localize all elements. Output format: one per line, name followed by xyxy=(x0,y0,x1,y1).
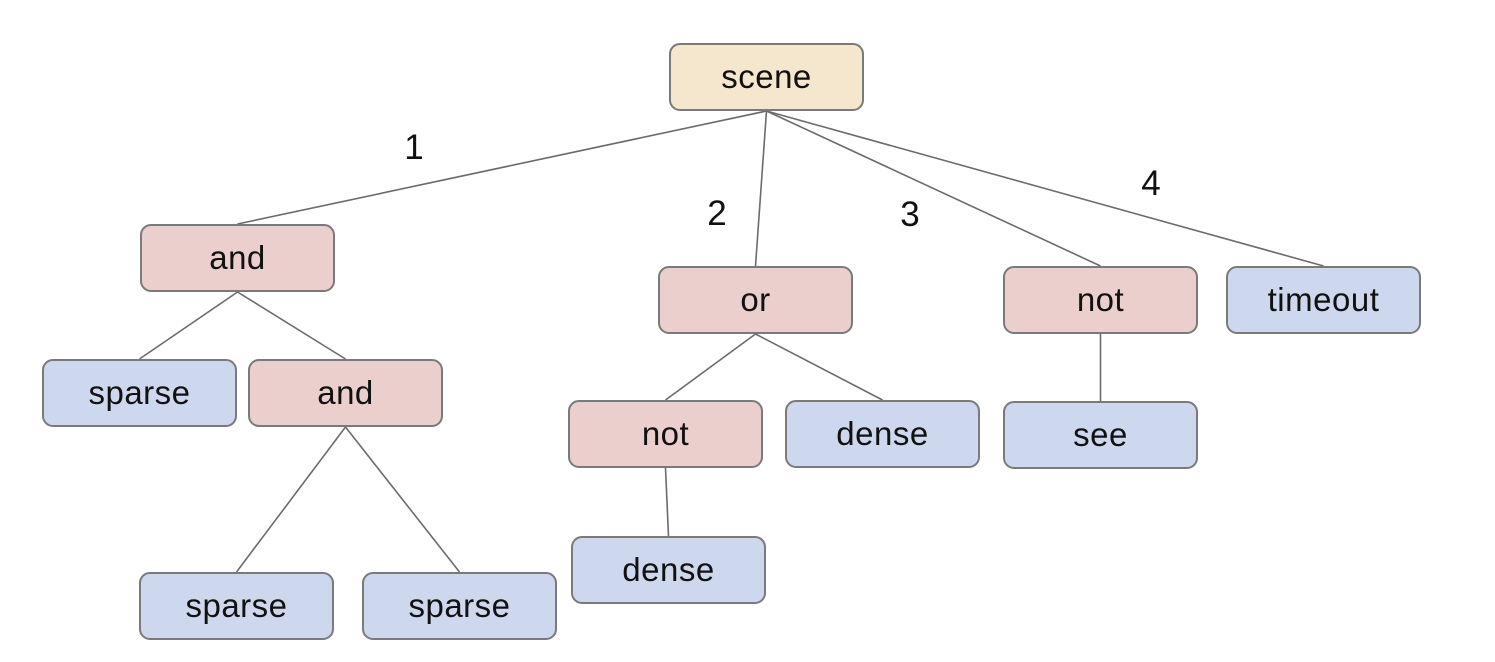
edge-label-4: 4 xyxy=(1141,164,1161,203)
tree-node-dense1: dense xyxy=(785,400,980,468)
tree-node-and2: and xyxy=(248,359,443,427)
tree-node-timeout1: timeout xyxy=(1226,266,1421,334)
edge-not2-dense2 xyxy=(664,467,670,537)
tree-node-or1: or xyxy=(658,266,853,334)
edge-or1-dense1 xyxy=(755,333,883,401)
tree-node-dense2: dense xyxy=(571,536,766,604)
tree-node-sparse3: sparse xyxy=(362,572,557,640)
edge-scene-timeout1 xyxy=(766,110,1324,267)
tree-node-sparse2: sparse xyxy=(139,572,334,640)
tree-node-sparse1: sparse xyxy=(42,359,237,427)
tree-node-scene: scene xyxy=(669,43,864,111)
edge-label-2: 2 xyxy=(707,194,727,233)
tree-node-and1: and xyxy=(140,224,335,292)
edge-and2-sparse3 xyxy=(344,426,461,573)
tree-node-not2: not xyxy=(568,400,763,468)
tree-node-see1: see xyxy=(1003,401,1198,469)
edge-scene-or1 xyxy=(754,110,768,267)
edge-label-3: 3 xyxy=(900,195,920,234)
tree-node-not1: not xyxy=(1003,266,1198,334)
edge-scene-and1 xyxy=(237,110,767,225)
edge-or1-not2 xyxy=(665,333,756,401)
edge-label-1: 1 xyxy=(404,128,424,167)
edge-scene-not1 xyxy=(766,110,1101,267)
edge-and1-sparse1 xyxy=(139,291,238,360)
edge-and2-sparse2 xyxy=(235,426,347,573)
edge-and1-and2 xyxy=(237,291,346,360)
